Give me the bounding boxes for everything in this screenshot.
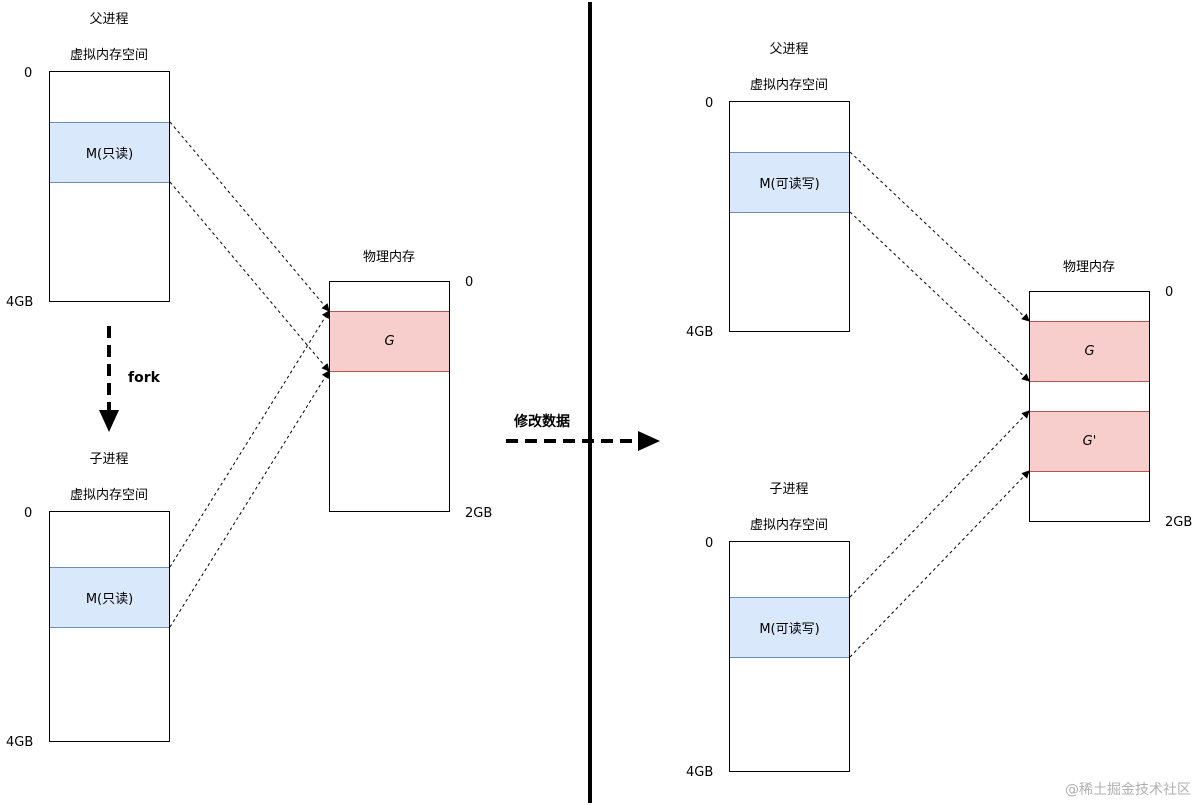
right-physical-page-g: G <box>1030 321 1149 382</box>
map-arrow-parent-bottom <box>169 181 330 372</box>
map-arrow-parent-top <box>169 121 330 312</box>
right-child-virtual-memory: M(可读写) <box>729 541 850 772</box>
left-parent-addr-start: 0 <box>24 66 33 81</box>
left-child-virtual-memory: M(只读) <box>49 511 170 742</box>
right-child-title: 子进程 <box>769 482 809 497</box>
left-physical-addr-start: 0 <box>465 275 474 290</box>
right-parent-title: 父进程 <box>769 42 809 57</box>
fork-arrow-head <box>99 410 119 432</box>
left-physical-title: 物理内存 <box>362 250 416 265</box>
right-child-addr-start: 0 <box>705 536 714 551</box>
right-parent-addr-end: 4GB <box>686 325 714 340</box>
right-child-segment: M(可读写) <box>730 597 849 658</box>
right-parent-space-label: 虚拟内存空间 <box>749 78 829 93</box>
map-arrow-r-child-top <box>849 410 1030 598</box>
right-child-addr-end: 4GB <box>686 765 714 780</box>
left-child-space-label: 虚拟内存空间 <box>69 488 149 503</box>
left-physical-memory: G <box>329 281 450 512</box>
left-parent-segment: M(只读) <box>50 122 169 183</box>
left-child-addr-start: 0 <box>24 506 33 521</box>
watermark: @稀土掘金技术社区 <box>1065 782 1191 798</box>
left-child-title: 子进程 <box>89 452 129 467</box>
left-parent-virtual-memory: M(只读) <box>49 71 170 302</box>
map-arrow-r-child-bottom <box>849 470 1030 658</box>
left-child-segment: M(只读) <box>50 567 169 628</box>
left-parent-addr-end: 4GB <box>6 295 34 310</box>
left-physical-page: G <box>330 311 449 372</box>
fork-label: fork <box>128 370 160 386</box>
left-parent-space-label: 虚拟内存空间 <box>69 48 149 63</box>
left-parent-title: 父进程 <box>89 12 129 27</box>
right-physical-title: 物理内存 <box>1062 260 1116 275</box>
modify-arrow-head <box>638 431 660 451</box>
right-parent-segment: M(可读写) <box>730 152 849 213</box>
left-physical-addr-end: 2GB <box>465 506 493 521</box>
map-arrow-child-bottom <box>169 370 330 628</box>
right-parent-addr-start: 0 <box>705 96 714 111</box>
right-physical-addr-start: 0 <box>1165 285 1174 300</box>
right-physical-addr-end: 2GB <box>1165 515 1193 530</box>
map-arrow-child-top <box>169 310 330 568</box>
transition-label: 修改数据 <box>514 414 570 430</box>
map-arrow-r-parent-bottom <box>849 211 1030 382</box>
right-physical-memory: G G' <box>1029 291 1150 522</box>
right-child-space-label: 虚拟内存空间 <box>749 518 829 533</box>
map-arrow-r-parent-top <box>849 151 1030 322</box>
right-physical-page-g-prime: G' <box>1030 411 1149 472</box>
right-parent-virtual-memory: M(可读写) <box>729 101 850 332</box>
left-child-addr-end: 4GB <box>6 735 34 750</box>
